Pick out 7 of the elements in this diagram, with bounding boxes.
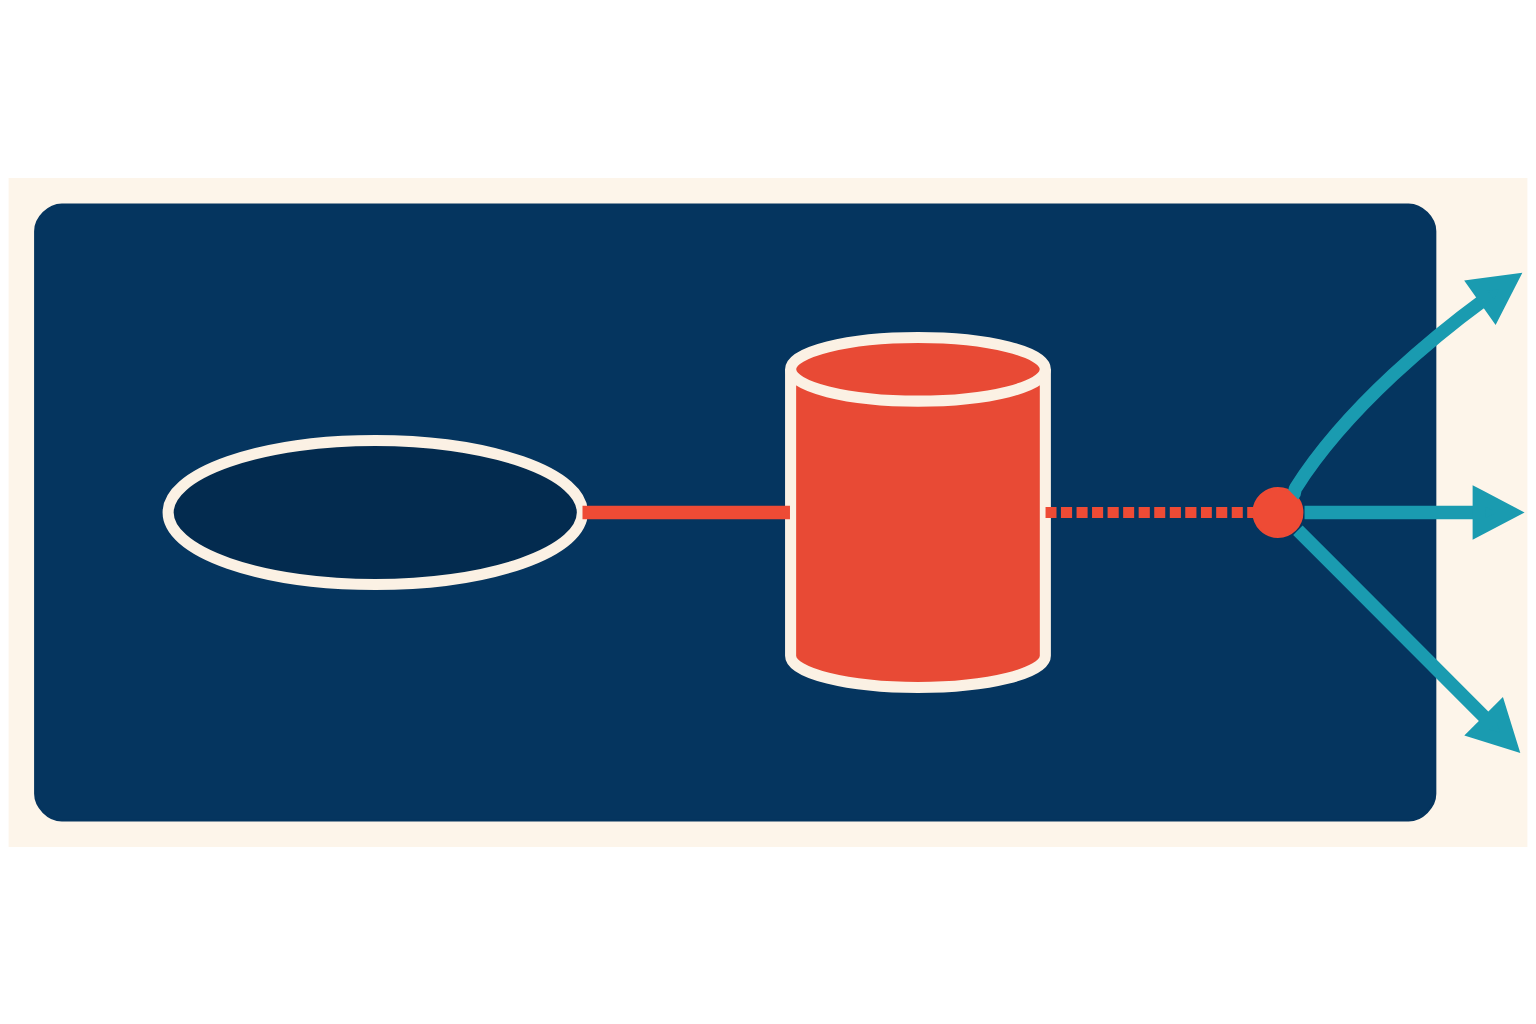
arrow (1304, 484, 1525, 540)
arrow (1293, 525, 1521, 753)
connector (582, 505, 790, 519)
arrow (1287, 272, 1523, 498)
node-circle (1252, 486, 1304, 538)
connector (1045, 506, 1254, 518)
node-ellipse (162, 434, 588, 590)
